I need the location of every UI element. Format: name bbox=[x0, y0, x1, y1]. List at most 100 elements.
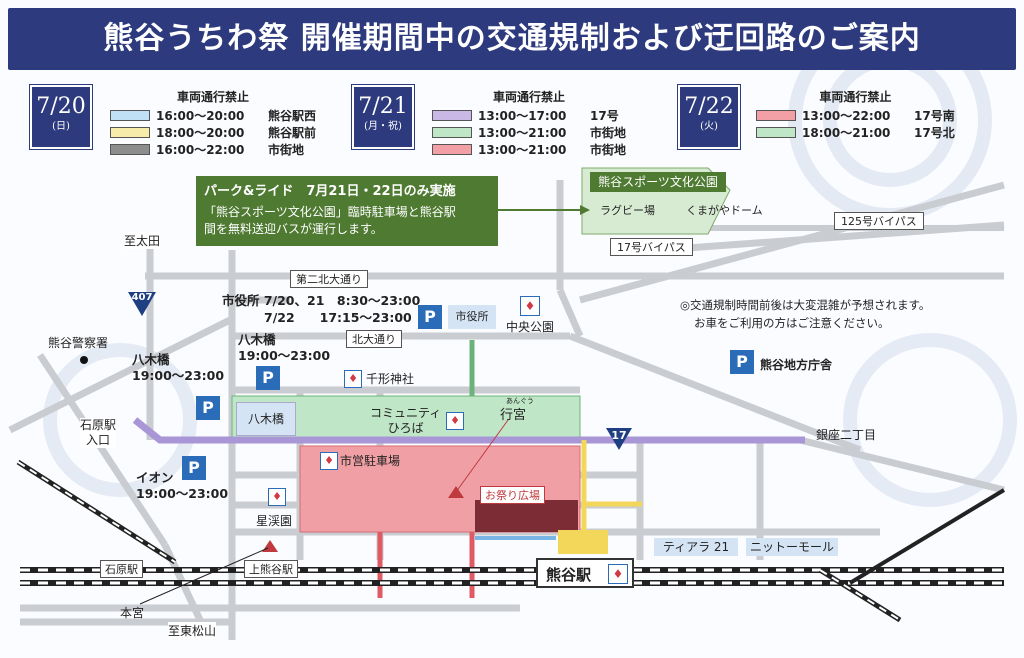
place: 市街地 bbox=[590, 143, 627, 157]
place: 熊谷駅前 bbox=[268, 126, 317, 140]
yagibashi-time-b: 19:00～23:00 bbox=[132, 368, 225, 383]
route-407-shield bbox=[128, 292, 156, 316]
time-range: 13:00～21:00 bbox=[478, 143, 567, 157]
place: 市街地 bbox=[268, 143, 305, 157]
schedule-row: 13:00～17:00 17号 bbox=[432, 107, 626, 124]
restroom-icon: ♦ bbox=[344, 370, 362, 388]
nitto-mall-label: ニットーモール bbox=[746, 538, 838, 556]
title-bar: 熊谷うちわ祭 開催期間中の交通規制および迂回路のご案内 bbox=[8, 8, 1016, 70]
schedule-row: 18:00～21:00 17号北 bbox=[756, 124, 955, 141]
parking-icon: P bbox=[418, 305, 442, 329]
congestion-notice: ◎交通規制時間前後は大変混雑が予想されます。 お車をご利用の方はご注意ください。 bbox=[680, 296, 930, 332]
venue-rugby: ラグビー場 bbox=[600, 204, 655, 217]
restroom-icon: ♦ bbox=[446, 412, 464, 430]
tiara21-label: ティアラ 21 bbox=[654, 538, 738, 556]
restroom-icon: ♦ bbox=[320, 452, 338, 470]
ishihara-entrance-line2: 入口 bbox=[86, 433, 111, 447]
aeon-label: イオン bbox=[136, 470, 174, 485]
notice-line1: ◎交通規制時間前後は大変混雑が予想されます。 bbox=[680, 298, 931, 312]
to-ota-label: 至太田 bbox=[124, 232, 161, 249]
ishihara-station-label: 石原駅 bbox=[100, 560, 143, 578]
yagibashi-hours-b: 八木橋 19:00～23:00 bbox=[132, 352, 224, 384]
time-range: 13:00～21:00 bbox=[478, 126, 567, 140]
central-park-label: 中央公園 bbox=[506, 320, 555, 334]
schedule-row: 18:00～20:00 熊谷駅前 bbox=[110, 124, 316, 141]
yagibashi-building: 八木橋 bbox=[236, 402, 296, 436]
parking-icon: P bbox=[196, 396, 220, 420]
yagibashi-name-a: 八木橋 bbox=[238, 332, 276, 347]
parking-icon: P bbox=[182, 456, 206, 480]
yagibashi-time-a: 19:00～23:00 bbox=[238, 348, 331, 363]
police-station-label: 熊谷警察署 bbox=[48, 336, 109, 350]
color-swatch bbox=[432, 144, 472, 155]
color-swatch bbox=[756, 110, 796, 121]
place: 17号南 bbox=[914, 109, 955, 123]
ishihara-entrance-label: 石原駅 入口 bbox=[80, 418, 117, 448]
city-hall-hours-line2: 7/22 17:15～23:00 bbox=[264, 310, 412, 325]
park-ride-line1: 「熊谷スポーツ文化公園」臨時駐車場と熊谷駅 bbox=[204, 205, 456, 219]
schedule-0720: 車両通行禁止 16:00～20:00 熊谷駅西 18:00～20:00 熊谷駅前… bbox=[110, 88, 316, 158]
color-swatch bbox=[110, 127, 150, 138]
date-badge-0720: 7/20 (日) bbox=[30, 85, 92, 149]
schedule-0721: 車両通行禁止 13:00～17:00 17号 13:00～21:00 市街地 1… bbox=[432, 88, 626, 158]
schedule-row: 13:00～22:00 17号南 bbox=[756, 107, 955, 124]
schedule-row: 16:00～22:00 市街地 bbox=[110, 141, 316, 158]
festival-plaza-area bbox=[475, 500, 578, 532]
hongu-arrow bbox=[262, 540, 278, 552]
place: 市街地 bbox=[590, 126, 627, 140]
time-range: 18:00～20:00 bbox=[156, 126, 245, 140]
senkei-shrine-label: 千形神社 bbox=[366, 372, 415, 386]
city-hall-hours: 市役所 7/20、21 8:30～23:00 7/22 17:15～23:00 bbox=[222, 292, 420, 326]
color-swatch bbox=[110, 144, 150, 155]
city-hall-hours-line1: 市役所 7/20、21 8:30～23:00 bbox=[222, 293, 421, 308]
yellow-station-square bbox=[558, 530, 608, 554]
time-range: 16:00～20:00 bbox=[156, 109, 245, 123]
schedule-header: 車両通行禁止 bbox=[177, 90, 250, 104]
route-17-shield bbox=[606, 428, 632, 450]
time-range: 18:00～21:00 bbox=[802, 126, 891, 140]
route-17-number: 17 bbox=[611, 429, 627, 442]
community-line1: コミュニティ bbox=[370, 406, 442, 420]
place: 17号 bbox=[590, 109, 619, 123]
community-line2: ひろば bbox=[387, 421, 424, 435]
date-label: 7/20 bbox=[36, 94, 86, 119]
police-station-dot bbox=[80, 356, 88, 364]
festival-plaza-label: お祭り広場 bbox=[480, 486, 545, 504]
date-badge-0722: 7/22 (火) bbox=[678, 85, 740, 149]
date-label: 7/22 bbox=[684, 94, 734, 119]
ishihara-entrance-line1: 石原駅 bbox=[80, 418, 117, 432]
place: 17号北 bbox=[914, 126, 955, 140]
restroom-icon: ♦ bbox=[268, 488, 286, 506]
time-range: 13:00～17:00 bbox=[478, 109, 567, 123]
route-407-number: 407 bbox=[131, 292, 153, 303]
angu-pointer bbox=[455, 419, 509, 493]
park-and-ride-box: パーク&ライド 7月21日・22日のみ実施 「熊谷スポーツ文化公園」臨時駐車場と… bbox=[196, 176, 498, 246]
kamikumagaya-station-label: 上熊谷駅 bbox=[244, 560, 298, 578]
park-ride-title: パーク&ライド 7月21日・22日のみ実施 bbox=[204, 184, 456, 199]
city-hall-label: 市役所 bbox=[448, 305, 496, 329]
hongu-label: 本宮 bbox=[120, 606, 145, 620]
place: 熊谷駅西 bbox=[268, 109, 317, 123]
schedule-header: 車両通行禁止 bbox=[819, 90, 892, 104]
park-ride-arrowhead bbox=[580, 205, 590, 215]
date-badge-0721: 7/21 (月・祝) bbox=[352, 85, 414, 149]
angu-label: 行宮 bbox=[500, 408, 527, 423]
kumagaya-station-label: 熊谷駅 bbox=[546, 566, 592, 584]
kumagaya-station-box: 熊谷駅 ♦ bbox=[536, 558, 634, 588]
govt-office-label: 熊谷地方庁舎 bbox=[760, 358, 833, 372]
parking-icon: P bbox=[256, 366, 280, 390]
community-plaza-label: コミュニティ ひろば bbox=[370, 406, 441, 436]
color-swatch bbox=[432, 110, 472, 121]
schedule-row: 13:00～21:00 市街地 bbox=[432, 124, 626, 141]
notice-line2: お車をご利用の方はご注意ください。 bbox=[694, 316, 890, 330]
venue-dome: くまがやドーム bbox=[686, 204, 763, 217]
daini-kita-dori-label: 第二北大通り bbox=[290, 270, 368, 288]
aeon-time: 19:00～23:00 bbox=[136, 486, 229, 501]
hongu-pointer bbox=[139, 547, 269, 605]
time-range: 16:00～22:00 bbox=[156, 143, 245, 157]
color-swatch bbox=[432, 127, 472, 138]
to-higashimatsuyama-label: 至東松山 bbox=[168, 622, 217, 639]
parking-lot-label: 市営駐車場 bbox=[340, 454, 401, 468]
weekday-label: (日) bbox=[52, 121, 70, 132]
